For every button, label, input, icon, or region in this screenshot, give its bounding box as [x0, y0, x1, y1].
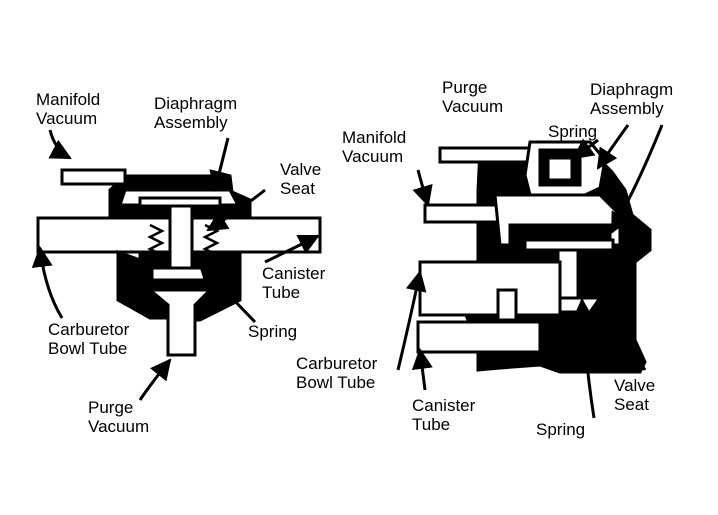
label-line: Bowl Tube: [48, 339, 128, 358]
label-left-canister-tube: Canister Tube: [262, 264, 325, 302]
label-line: Valve: [280, 160, 322, 179]
callout-right-carb: [396, 269, 427, 371]
label-right-manifold-vacuum: Manifold Vacuum: [342, 128, 406, 166]
label-right-spring-top: Spring: [548, 122, 597, 141]
callout-right-canister: [411, 347, 433, 391]
callout-left-carb: [31, 245, 64, 319]
callout-right-spring-top: [572, 138, 599, 160]
label-line: Diaphragm: [154, 94, 238, 113]
label-right-spring-bottom: Spring: [536, 420, 585, 439]
callout-right-manifold: [412, 169, 433, 208]
left-valve-drawing: [36, 168, 322, 357]
label-line: Seat: [614, 395, 649, 414]
label-line: Vacuum: [442, 97, 504, 116]
callout-right-diaphragm-b: [610, 124, 664, 234]
callout-left-canister: [264, 234, 320, 264]
callout-right-valve-seat: [596, 298, 647, 371]
label-left-valve-seat: Valve Seat: [280, 160, 321, 198]
callout-right-spring-bottom: [572, 297, 596, 419]
label-right-canister-tube: Canister Tube: [412, 396, 475, 434]
label-line: Assembly: [154, 113, 228, 132]
label-left-diaphragm-assembly: Diaphragm Assembly: [154, 94, 237, 132]
right-carb-tube: [418, 260, 562, 317]
callout-left-valve-seat: [206, 188, 266, 232]
left-purge-funnel: [145, 288, 214, 357]
label-line: Tube: [262, 283, 301, 302]
left-callouts: [31, 129, 320, 401]
callout-left-spring: [198, 263, 257, 324]
label-left-manifold-vacuum: Manifold Vacuum: [36, 90, 100, 128]
label-line: Diaphragm: [590, 80, 674, 99]
label-line: Vacuum: [342, 147, 404, 166]
label-left-carburetor-bowl-tube: Carburetor Bowl Tube: [48, 320, 129, 358]
label-left-purge-vacuum: Purge Vacuum: [88, 398, 149, 436]
label-line: Seat: [280, 179, 315, 198]
right-purge-tube: [438, 146, 542, 164]
label-line: Canister: [412, 396, 476, 415]
label-line: Spring: [536, 420, 586, 439]
left-manifold-tube: [60, 168, 127, 186]
label-line: Canister: [262, 264, 326, 283]
label-line: Carburetor: [48, 320, 130, 339]
label-left-spring: Spring: [248, 322, 297, 341]
right-callouts: [396, 124, 664, 419]
callout-left-diaphragm: [209, 137, 230, 193]
label-line: Purge: [442, 78, 488, 97]
label-line: Purge: [88, 398, 134, 417]
callout-left-purge: [138, 358, 172, 401]
label-line: Vacuum: [36, 109, 98, 128]
label-line: Carburetor: [296, 354, 378, 373]
label-right-carburetor-bowl-tube: Carburetor Bowl Tube: [296, 354, 377, 392]
label-line: Spring: [548, 122, 598, 141]
label-line: Valve: [614, 376, 656, 395]
label-line: Bowl Tube: [296, 373, 376, 392]
label-line: Manifold: [342, 128, 407, 147]
right-canister-tube: [416, 320, 542, 354]
label-line: Assembly: [590, 99, 664, 118]
right-valve-drawing: [416, 140, 652, 374]
label-right-purge-vacuum: Purge Vacuum: [442, 78, 503, 116]
callout-left-manifold: [48, 129, 72, 160]
label-line: Tube: [412, 415, 451, 434]
label-line: Vacuum: [88, 417, 150, 436]
label-right-diaphragm-assembly: Diaphragm Assembly: [590, 80, 673, 118]
left-valve-stem: [168, 203, 194, 275]
label-line: Manifold: [36, 90, 101, 109]
callout-right-diaphragm-a: [596, 124, 630, 170]
label-line: Spring: [248, 322, 298, 341]
label-right-valve-seat: Valve Seat: [614, 376, 655, 414]
